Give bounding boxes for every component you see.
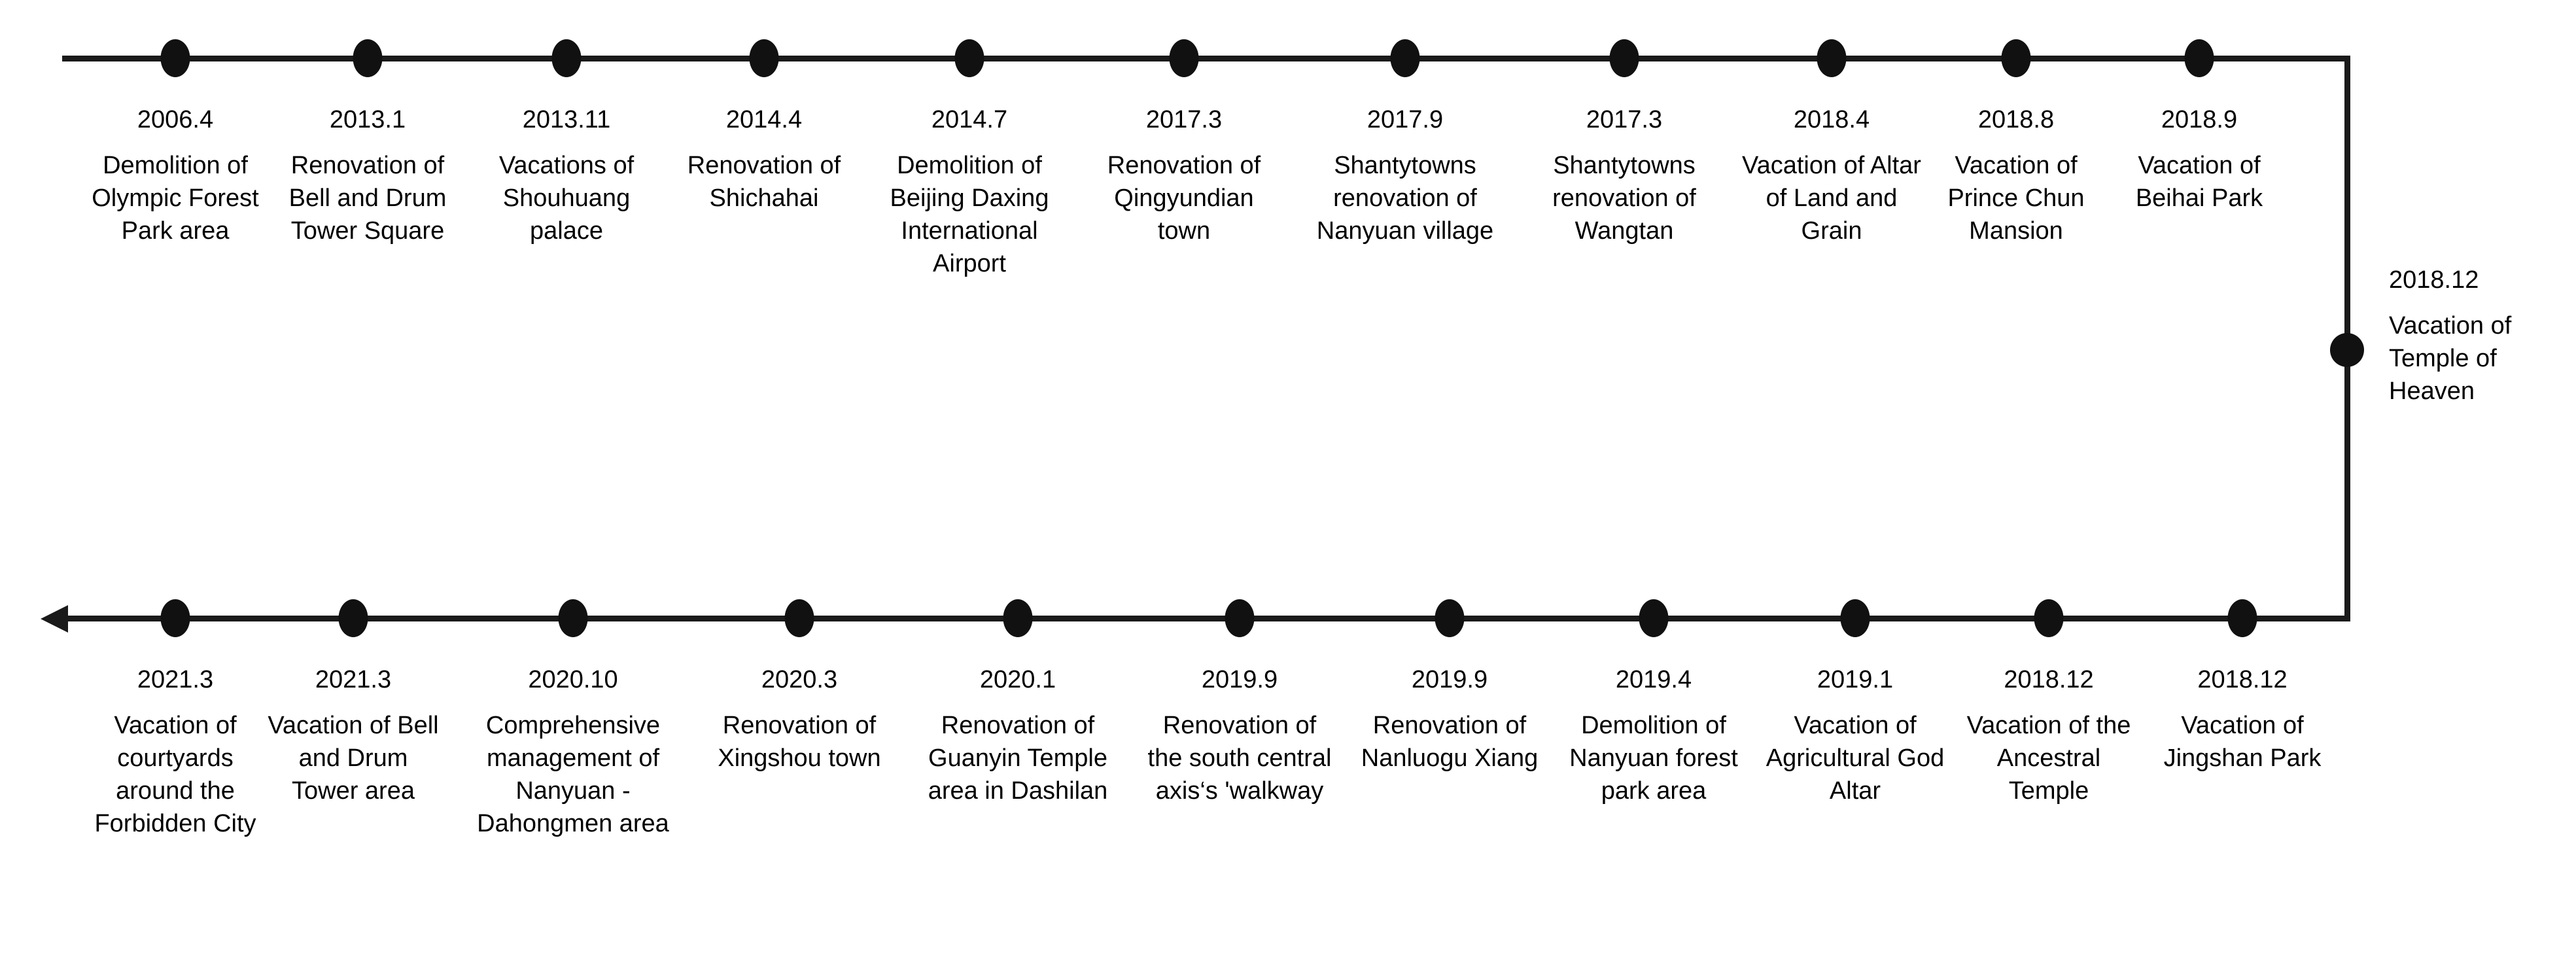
event-date: 2019.9 <box>1201 666 1278 693</box>
event-date: 2017.9 <box>1366 106 1444 133</box>
timeline-node-vacation-of-jingshan-park <box>2227 599 2257 637</box>
event-date: 2019.1 <box>1817 666 1894 693</box>
event-date: 2020.1 <box>979 666 1056 693</box>
top-axis-line <box>62 56 2350 61</box>
timeline-node-renovation-of-guanyin-temple-area-in-dashilan <box>1003 599 1033 637</box>
event-label: Demolition of Nanyuan forest park area <box>1569 712 1738 805</box>
event-label: Shantytowns renovation of Wangtan <box>1552 152 1696 245</box>
event-date: 2020.10 <box>528 666 618 693</box>
event-date: 2017.3 <box>1586 106 1663 133</box>
left-arrow-icon <box>41 605 68 633</box>
event-date: 2006.4 <box>137 106 214 133</box>
event-date: 2018.12 <box>2004 666 2094 693</box>
event-label: Comprehensive management of Nanyuan - Da… <box>477 712 669 837</box>
bottom-axis-line <box>51 616 2350 621</box>
event-date: 2014.4 <box>725 106 803 133</box>
timeline-node-renovation-of-nanluogu-xiang <box>1435 599 1465 637</box>
timeline-node-demolition-of-beijing-daxing-international-airpo <box>954 39 984 77</box>
timeline-node-comprehensive-management-of-nanyuan-dahongmen-ar <box>558 599 588 637</box>
timeline-node-demolition-of-olympic-forest-park-area <box>160 39 190 77</box>
timeline-node-demolition-of-nanyuan-forest-park-area <box>1639 599 1669 637</box>
timeline-node-renovation-of-xingshou-town <box>784 599 814 637</box>
event-label: Vacation of Agricultural God Altar <box>1766 712 1945 805</box>
timeline-node-renovation-of-shichahai <box>749 39 779 77</box>
event-label: Vacation of Beihai Park <box>2135 152 2263 212</box>
timeline-node-vacation-of-beihai-park <box>2184 39 2214 77</box>
timeline-node-renovation-of-bell-and-drum-tower-square <box>353 39 383 77</box>
event-label: Demolition of Beijing Daxing Internation… <box>890 152 1049 277</box>
event-date: 2018.9 <box>2161 106 2238 133</box>
event-label: Vacation of courtyards around the Forbid… <box>94 712 256 837</box>
event-date: 2018.12 <box>2389 266 2479 294</box>
event-label: Renovation of Qingyundian town <box>1107 152 1261 245</box>
event-label: Shantytowns renovation of Nanyuan villag… <box>1316 152 1494 245</box>
event-date: 2013.1 <box>329 106 406 133</box>
event-date: 2018.4 <box>1793 106 1870 133</box>
event-date: 2020.3 <box>761 666 838 693</box>
timeline-node-vacations-of-shouhuang-palace <box>551 39 582 77</box>
timeline-node-vacation-of-temple-of-heaven <box>2330 333 2364 367</box>
event-label: Vacation of the Ancestral Temple <box>1966 712 2131 805</box>
timeline-node-vacation-of-agricultural-god-altar <box>1840 599 1870 637</box>
timeline-node-renovation-of-qingyundian-town <box>1169 39 1199 77</box>
timeline-node-renovation-of-the-south-central-axis-s-walkway <box>1225 599 1255 637</box>
event-label: Renovation of Nanluogu Xiang <box>1361 712 1539 772</box>
event-label: Vacation of Altar of Land and Grain <box>1742 152 1921 245</box>
timeline-node-vacation-of-courtyards-around-the-forbidden-city <box>160 599 190 637</box>
timeline-node-vacation-of-the-ancestral-temple <box>2034 599 2064 637</box>
event-label: Renovation of Bell and Drum Tower Square <box>288 152 447 245</box>
event-date: 2018.8 <box>1977 106 2055 133</box>
timeline-node-vacation-of-prince-chun-mansion <box>2001 39 2031 77</box>
event-label: Demolition of Olympic Forest Park area <box>92 152 259 245</box>
event-label: Vacations of Shouhuang palace <box>498 152 635 245</box>
event-label: Vacation of Temple of Heaven <box>2389 312 2512 405</box>
timeline-node-vacation-of-altar-of-land-and-grain <box>1817 39 1847 77</box>
event-label: Vacation of Bell and Drum Tower area <box>268 712 439 805</box>
event-date: 2019.4 <box>1615 666 1692 693</box>
event-date: 2021.3 <box>315 666 392 693</box>
event-label: Vacation of Prince Chun Mansion <box>1947 152 2085 245</box>
timeline-node-vacation-of-bell-and-drum-tower-area <box>338 599 368 637</box>
event-date: 2017.3 <box>1145 106 1223 133</box>
event-label: Vacation of Jingshan Park <box>2163 712 2322 772</box>
event-date: 2021.3 <box>137 666 214 693</box>
event-label: Renovation of Xingshou town <box>718 712 881 772</box>
event-label: Renovation of the south central axis‘s '… <box>1147 712 1332 805</box>
event-label: Renovation of Guanyin Temple area in Das… <box>928 712 1108 805</box>
event-date: 2014.7 <box>931 106 1008 133</box>
event-date: 2019.9 <box>1411 666 1488 693</box>
event-date: 2013.11 <box>522 106 611 133</box>
timeline-node-shantytowns-renovation-of-nanyuan-village <box>1390 39 1420 77</box>
event-label: Renovation of Shichahai <box>687 152 841 212</box>
timeline-node-shantytowns-renovation-of-wangtan <box>1609 39 1639 77</box>
event-date: 2018.12 <box>2197 666 2288 693</box>
